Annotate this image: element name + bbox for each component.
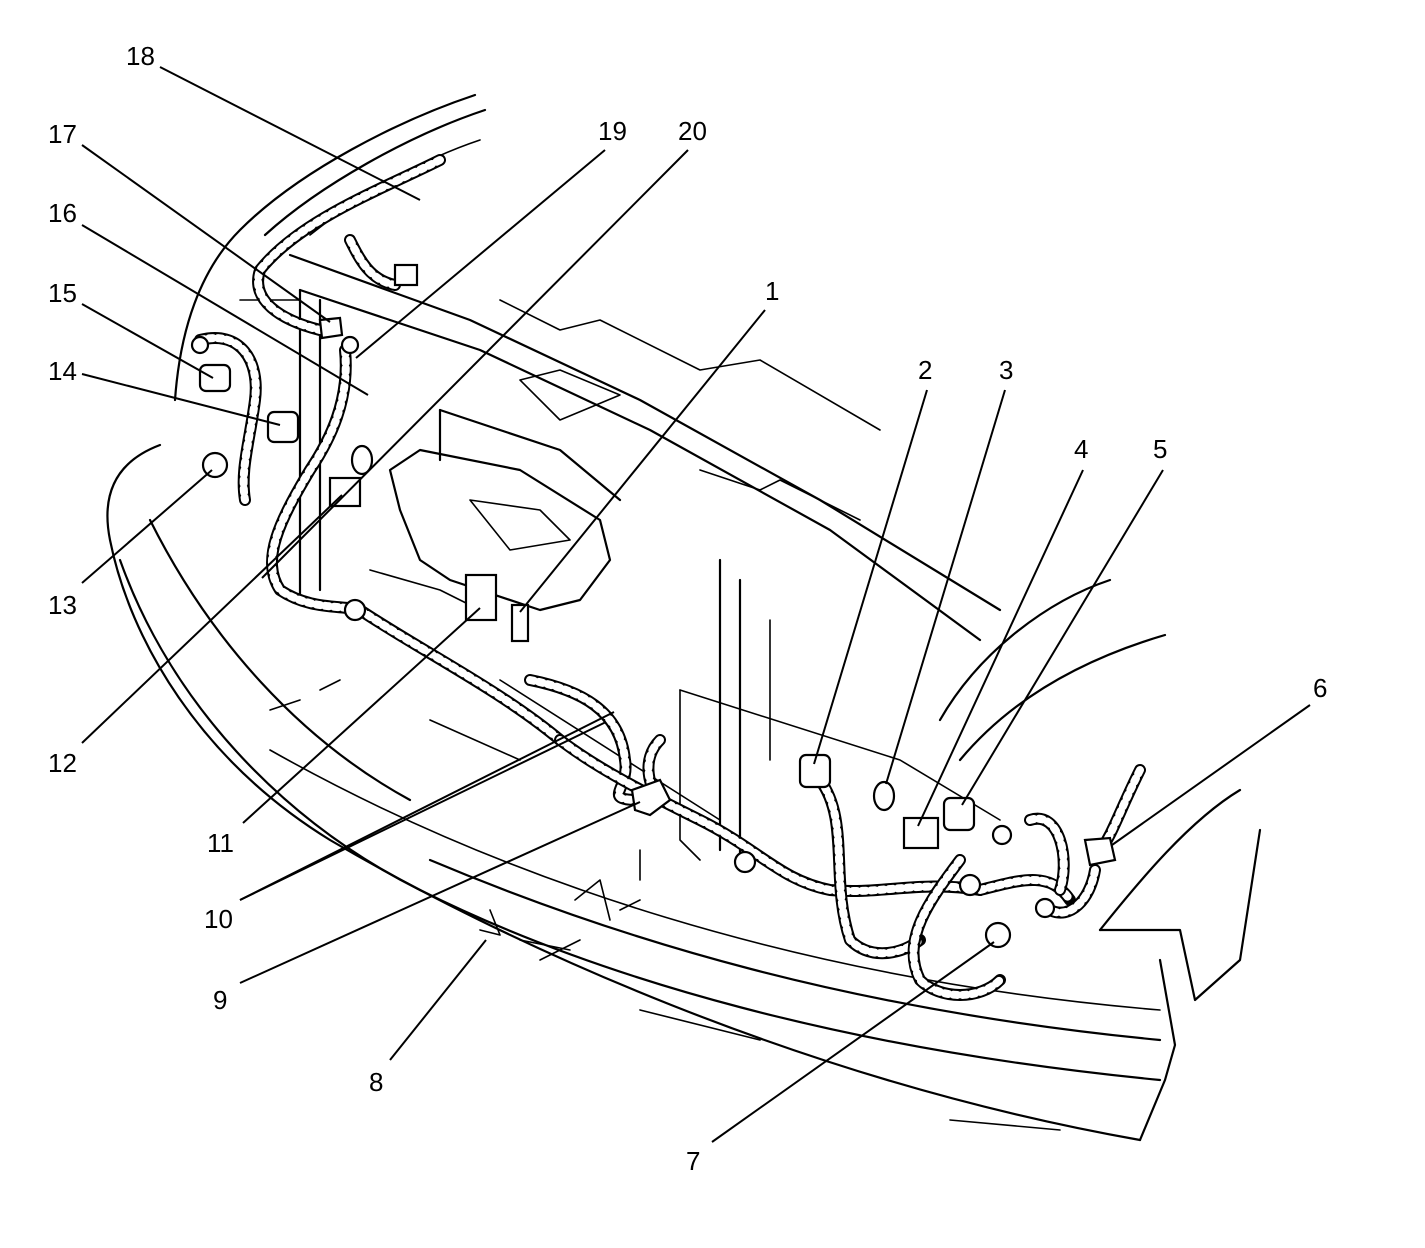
leader-20: [261, 149, 689, 579]
callout-10: 10: [204, 904, 233, 934]
leader-13: [81, 469, 213, 584]
callout-20: 20: [678, 116, 707, 146]
leader-18: [159, 66, 421, 201]
connector-15: [198, 363, 232, 393]
callout-4: 4: [1074, 434, 1088, 464]
callout-11: 11: [207, 828, 234, 858]
ground-eyelet-3: [872, 780, 896, 812]
callout-7: 7: [686, 1146, 700, 1176]
clip-16: [318, 316, 344, 340]
callout-12: 12: [48, 748, 77, 778]
components: [190, 263, 1117, 949]
clip-17: [340, 335, 360, 355]
socket-right-center: [958, 873, 982, 897]
connector-9: [630, 778, 672, 817]
socket-13: [201, 451, 229, 479]
clip-right: [991, 824, 1013, 846]
leader-6: [1111, 704, 1311, 846]
connector-2: [798, 753, 832, 789]
leader-12: [81, 494, 343, 744]
wiring-harness: [194, 154, 1146, 1001]
callout-19: 19: [598, 116, 627, 146]
callout-5: 5: [1153, 434, 1167, 464]
leader-lines: [81, 66, 1311, 1143]
vehicle-body: [106, 93, 1262, 1142]
connector-14: [266, 410, 300, 444]
callout-6: 6: [1313, 673, 1327, 703]
leader-17: [81, 144, 331, 323]
leader-8: [389, 939, 487, 1061]
clip-center-lower: [733, 850, 757, 874]
callout-16: 16: [48, 198, 77, 228]
callout-labels: 18 17 16 15 14 13 12 11 10 9 8 7 6 5 4 3…: [48, 41, 1327, 1176]
callout-3: 3: [999, 355, 1013, 385]
connector-1: [510, 603, 530, 643]
leader-5: [961, 469, 1164, 806]
leader-3: [885, 389, 1006, 785]
callout-2: 2: [918, 355, 932, 385]
ground-eyelet-19: [350, 444, 374, 476]
leader-2: [813, 389, 928, 765]
leader-4: [917, 469, 1084, 827]
callout-9: 9: [213, 985, 227, 1015]
callout-17: 17: [48, 119, 77, 149]
callout-15: 15: [48, 278, 77, 308]
leader-9: [239, 801, 641, 984]
clip-upper-left: [190, 335, 210, 355]
clip-right-lower: [1034, 897, 1056, 919]
leader-7: [711, 941, 995, 1143]
socket-7: [984, 921, 1012, 949]
leader-10b: [239, 721, 607, 901]
callout-8: 8: [369, 1067, 383, 1097]
leader-19: [355, 149, 606, 359]
leader-16: [81, 224, 369, 396]
connector-11: [464, 573, 498, 622]
clip-6: [1083, 836, 1117, 867]
leader-11: [242, 607, 481, 824]
callout-18: 18: [126, 41, 155, 71]
relay-4: [902, 816, 940, 850]
relay-18: [393, 263, 419, 287]
connector-5: [942, 796, 976, 832]
leader-15: [81, 303, 214, 379]
callout-13: 13: [48, 590, 77, 620]
clip-left-lower: [343, 598, 367, 622]
leader-14: [81, 373, 281, 426]
callout-1: 1: [765, 276, 779, 306]
callout-14: 14: [48, 356, 77, 386]
leader-1: [519, 309, 766, 613]
